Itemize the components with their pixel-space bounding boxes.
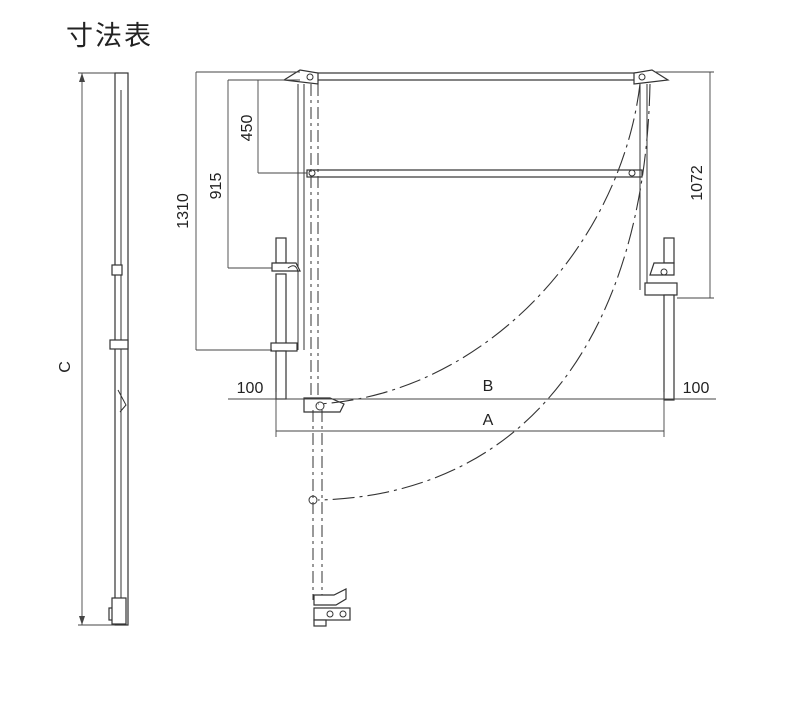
dim-c: C (57, 72, 115, 626)
dim-450-label: 450 (239, 115, 256, 142)
right-clamp-upper (649, 262, 675, 276)
dim-100-right: 100 (683, 380, 710, 397)
folded-base (313, 607, 351, 621)
dim-b-row: 100 B 100 (228, 378, 716, 406)
folded-foot (313, 619, 327, 627)
dim-1310: 1310 (175, 71, 300, 351)
folded-clamp (313, 588, 347, 606)
left-pipe-lower (275, 350, 287, 400)
left-pin-upper (275, 237, 287, 264)
dim-450: 450 (239, 79, 307, 174)
top-left-bracket (282, 69, 319, 85)
right-pipe (663, 294, 675, 401)
dim-1310-label: 1310 (175, 193, 192, 229)
dim-c-label: C (57, 361, 74, 373)
dim-100-left: 100 (237, 380, 264, 397)
front-frame (270, 69, 678, 627)
right-clamp-lower (644, 282, 678, 296)
side-view (108, 72, 129, 626)
dim-a-label: A (483, 412, 494, 429)
top-right-bracket (633, 69, 670, 85)
side-clamp-upper (111, 264, 123, 276)
fold-arc-inner (317, 83, 641, 405)
top-rail (299, 72, 657, 81)
dim-b-label: B (483, 378, 494, 395)
right-pin (663, 237, 675, 264)
page-title: 寸法表 (66, 21, 153, 52)
fold-arc-outer (317, 83, 651, 501)
mid-rail (306, 169, 643, 178)
side-clamp-middle (109, 339, 129, 350)
dim-1072: 1072 (655, 71, 714, 299)
side-foot (111, 597, 127, 625)
left-clamp-lower (270, 342, 298, 352)
dim-1072-label: 1072 (689, 165, 706, 201)
dim-915-label: 915 (208, 173, 225, 200)
left-pipe (275, 273, 287, 345)
dim-a-row: A (275, 406, 665, 437)
